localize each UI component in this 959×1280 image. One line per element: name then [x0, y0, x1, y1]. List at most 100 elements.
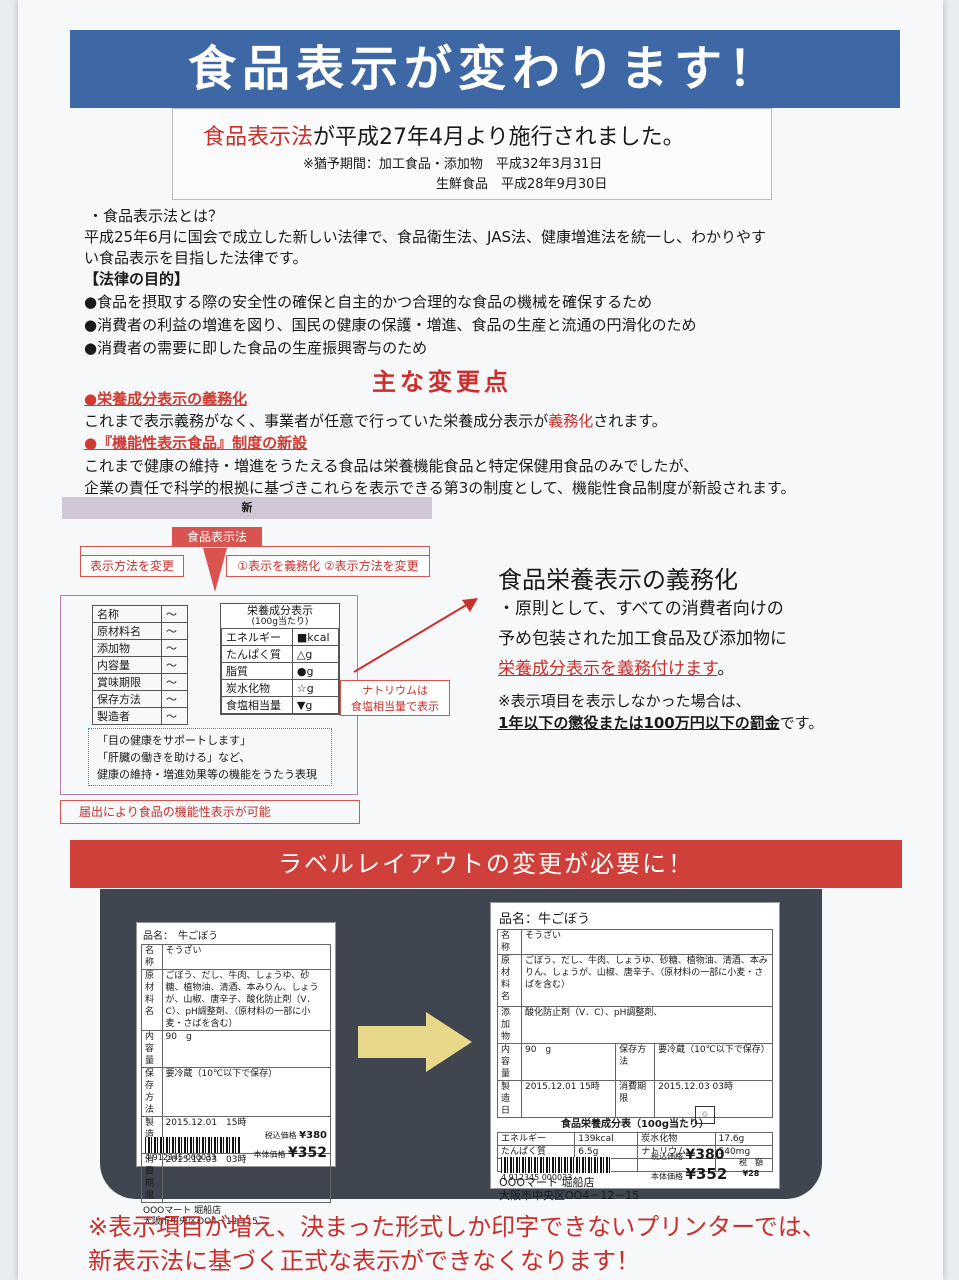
new-taxin-price: ¥380 — [685, 1147, 725, 1163]
basic-item-row: 内容量〜 — [92, 656, 189, 674]
intro-para-2: い食品表示を目指した法律です。 — [84, 249, 308, 267]
footer-warning: ※表示項目が増え、決まった形式しか印字できないプリンターでは、 新表示法に基づく… — [88, 1210, 826, 1278]
old-label-cell: ごぼう、だし、牛肉、しょうゆ、砂糖、植物油、清酒、本みりん、しょうが、山椒、唐辛… — [161, 969, 332, 1031]
nutrient-cell: エネルギー — [221, 628, 293, 646]
new-expire-value: 2015.12.03 03時 — [654, 1080, 773, 1118]
old-label: 品名： 牛ごぼう 名称そうざい原材料名ごぼう、だし、牛肉、しょうゆ、砂糖、植物油… — [136, 922, 336, 1227]
basic-item-cell: 製造者 — [92, 707, 162, 725]
law-name: 食品表示法 — [203, 125, 314, 150]
basic-item-row: 保存方法〜 — [92, 690, 189, 708]
grace-processed-date: 平成32年3月31日 — [495, 157, 603, 172]
main-changes-title: 主な変更点 — [372, 368, 512, 396]
basic-item-cell: 〜 — [160, 707, 189, 725]
new-taxin-label: 税込価格 — [651, 1152, 683, 1161]
new-label-store: OOOマート 堀船店 — [499, 1176, 595, 1189]
change-1-text-b: されます。 — [593, 412, 667, 430]
footer-line-1: ※表示項目が増え、決まった形式しか印字できないプリンターでは、 — [88, 1213, 826, 1241]
new-tax-value: ¥28 — [742, 1169, 760, 1178]
new-nut-cell: 17.6g — [714, 1132, 773, 1146]
new-nut-cell — [637, 1158, 716, 1172]
old-label-cell: 名称 — [141, 944, 163, 970]
basic-item-row: 添加物〜 — [92, 639, 189, 657]
old-label-product-name: 牛ごぼう — [178, 931, 218, 942]
basic-item-cell: 〜 — [160, 622, 189, 640]
penalty-note-end: です。 — [779, 714, 824, 732]
basic-items-table: 名称〜原材料名〜添加物〜内容量〜賞味期限〜保存方法〜製造者〜 — [92, 605, 189, 725]
nutrient-row: 炭水化物☆g — [221, 679, 340, 697]
new-made-label: 製造日 — [497, 1080, 522, 1118]
new-label-product-name: 牛ごぼう — [538, 912, 591, 927]
diagram-new-header: 新 — [62, 497, 432, 519]
pointer-arrow-icon — [353, 598, 478, 673]
old-base-price: ¥352 — [288, 1145, 327, 1161]
new-label-product: 品名：牛ごぼう — [491, 903, 779, 929]
nutrition-facts-title: 栄養成分表示 — [247, 604, 313, 617]
new-label: 品名：牛ごぼう 名称そうざい原材料名ごぼう、だし、牛肉、しょうゆ、砂糖、植物油、… — [490, 902, 780, 1202]
nutrition-line-3-end: 。 — [717, 659, 735, 679]
old-label-cell: 保存方法 — [141, 1067, 163, 1117]
new-nut-cell: 139kcal — [574, 1132, 639, 1146]
compare-arrow-icon — [426, 1012, 472, 1072]
new-label-barcode: 4 912345 000033 — [501, 1157, 611, 1183]
old-label-cell: 2015.12.03 03時 — [161, 1153, 332, 1203]
nutrition-facts-sub: (100g当たり) — [251, 617, 309, 627]
new-content-label: 内容量 — [497, 1043, 522, 1081]
old-label-taxin: 税込価格 ¥380 — [265, 1130, 327, 1141]
change-1-text-a: これまで表示義務がなく、事業者が任意で行っていた栄養成分表示が — [84, 412, 549, 430]
grace-fresh-date: 平成28年9月30日 — [501, 177, 608, 192]
sodium-note-2: 食塩相当量で表示 — [351, 700, 439, 713]
new-label-table: 名称そうざい原材料名ごぼう、だし、牛肉、しょうゆ、砂糖、植物油、清酒、本みりん、… — [497, 929, 774, 1118]
new-label-cell: 酸化防止剤（V．C）、pH調整剤、 — [520, 1006, 774, 1044]
old-label-product: 品名： 牛ごぼう — [137, 923, 335, 944]
purpose-bullet-3: ●消費者の需要に即した食品の生産振興寄与のため — [84, 339, 428, 357]
old-label-row: 名称そうざい — [141, 944, 332, 970]
nutrition-mandate-title: 食品栄養表示の義務化 — [498, 566, 738, 594]
grace-label: ※猶予期間：加工食品・添加物 — [303, 157, 483, 172]
new-label-cell: 添加物 — [497, 1006, 522, 1044]
new-label-taxin: 税込価格 ¥380 — [651, 1147, 725, 1163]
basic-item-cell: 〜 — [160, 690, 189, 708]
old-barcode-number: 4 912345 000033 — [145, 1153, 217, 1162]
old-label-barcode: 4 912345 000033 — [145, 1137, 240, 1163]
new-storage-label: 保存方法 — [615, 1043, 656, 1081]
basic-item-row: 名称〜 — [92, 605, 189, 623]
new-label-nut-title: 食品栄養成分表（100g当たり） — [560, 1119, 710, 1130]
change-2-text-2: 企業の責任で科学的根拠に基づきこれらを表示できる第3の制度として、機能性食品制度… — [84, 479, 796, 497]
layout-change-band: ラベルレイアウトの変更が必要に！ — [70, 840, 902, 888]
old-label-store: OOOマート 堀船店 — [143, 1206, 222, 1216]
nutrient-cell: たんぱく質 — [221, 645, 293, 663]
down-arrow-icon — [203, 548, 227, 592]
nutrient-cell: ■kcal — [291, 628, 340, 646]
old-label-cell: 内容量 — [141, 1030, 163, 1068]
functional-claims-box: 「目の健康をサポートします」 「肝臓の働きを助ける」など、 健康の維持・増進効果… — [88, 728, 332, 786]
old-label-row: 保存方法要冷蔵（10℃以下で保存） — [141, 1067, 332, 1117]
nutrition-mandate-red: 栄養成分表示を義務付けます — [498, 659, 718, 679]
grace-period: ※猶予期間：加工食品・添加物 平成32年3月31日 生鮮食品 平成28年9月30… — [303, 155, 607, 195]
basic-item-row: 原材料名〜 — [92, 622, 189, 640]
basic-item-cell: 〜 — [160, 605, 189, 623]
enforcement-box: 食品表示法が平成27年4月より施行されました。 ※猶予期間：加工食品・添加物 平… — [172, 108, 772, 200]
new-label-row: 添加物酸化防止剤（V．C）、pH調整剤、 — [497, 1006, 774, 1044]
nutrient-row: 食塩相当量▼g — [221, 696, 340, 714]
func-claim-3: 健康の維持・増進効果等の機能をうたう表現 — [97, 768, 317, 781]
basic-item-row: 賞味期限〜 — [92, 673, 189, 691]
new-label-cell: 名称 — [497, 929, 522, 955]
basic-item-cell: 〜 — [160, 639, 189, 657]
purpose-bullet-2: ●消費者の利益の増進を図り、国民の健康の保護・増進、食品の生産と流通の円滑化のた… — [84, 316, 697, 334]
diagram-law-tag: 食品表示法 — [172, 527, 262, 547]
new-nut-cell — [714, 1158, 773, 1172]
recycle-mark-icon: ♲ — [695, 1106, 715, 1124]
new-storage-value: 要冷蔵（10℃以下で保存） — [654, 1043, 773, 1081]
functional-notice-tab: 届出により食品の機能性表示が可能 — [60, 800, 360, 824]
purpose-bullet-1: ●食品を摂取する際の安全性の確保と自主的かつ合理的な食品の機械を確保するため — [84, 293, 653, 311]
change-2-heading: ●『機能性表示食品』制度の新設 — [84, 434, 308, 452]
basic-item-cell: 名称 — [92, 605, 162, 623]
old-label-cell: 90 g — [161, 1030, 332, 1068]
nutrition-line-2: 予め包装された加工食品及び添加物に — [498, 629, 787, 649]
enforcement-line: 食品表示法が平成27年4月より施行されました。 — [203, 119, 685, 151]
basic-item-cell: 保存方法 — [92, 690, 162, 708]
